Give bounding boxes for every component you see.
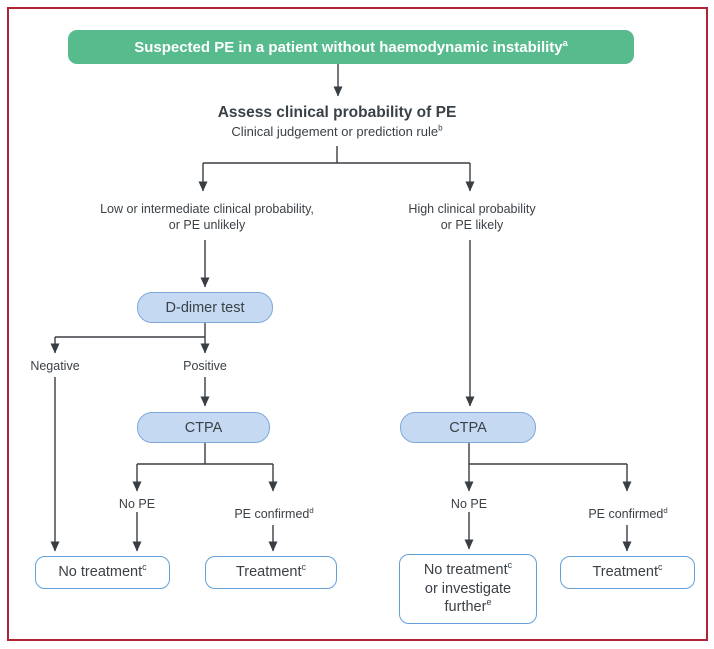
- ctpa-node-left: CTPA: [137, 412, 270, 443]
- high-probability-label: High clinical probability or PE likely: [408, 201, 536, 232]
- positive-label: Positive: [183, 359, 227, 373]
- footnote-c: c: [301, 562, 307, 573]
- pe-confirmed-label-left: PE confirmedd: [234, 505, 314, 521]
- no-pe-label-left: No PE: [118, 497, 156, 511]
- assess-title: Assess clinical probability of PE: [217, 104, 457, 122]
- start-node-suspected-pe: Suspected PE in a patient without haemod…: [68, 30, 634, 64]
- no-treatment-or-investigate-box: No treatmentc or investigate furthere: [399, 554, 537, 624]
- footnote-c: c: [658, 562, 663, 573]
- footnote-b: b: [438, 123, 443, 133]
- footnote-c: c: [507, 559, 513, 570]
- footnote-c: c: [142, 562, 147, 573]
- low-probability-label: Low or intermediate clinical probability…: [100, 201, 314, 232]
- footnote-d: d: [309, 505, 314, 515]
- footnote-a: a: [562, 37, 568, 48]
- footnote-d: d: [663, 505, 668, 515]
- start-text: Suspected PE in a patient without haemod…: [134, 38, 563, 56]
- footnote-e: e: [486, 597, 492, 608]
- d-dimer-test-node: D-dimer test: [137, 292, 273, 323]
- treatment-box-left: Treatmentc: [205, 556, 337, 589]
- no-treatment-box-left: No treatmentc: [35, 556, 170, 589]
- assess-subtitle: Clinical judgement or prediction ruleb: [231, 123, 443, 139]
- negative-label: Negative: [30, 359, 80, 373]
- ctpa-node-right: CTPA: [400, 412, 536, 443]
- pe-confirmed-label-right: PE confirmedd: [588, 505, 668, 521]
- assess-probability-node: Assess clinical probability of PE Clinic…: [157, 100, 517, 144]
- treatment-box-right: Treatmentc: [560, 556, 695, 589]
- no-pe-label-right: No PE: [450, 497, 488, 511]
